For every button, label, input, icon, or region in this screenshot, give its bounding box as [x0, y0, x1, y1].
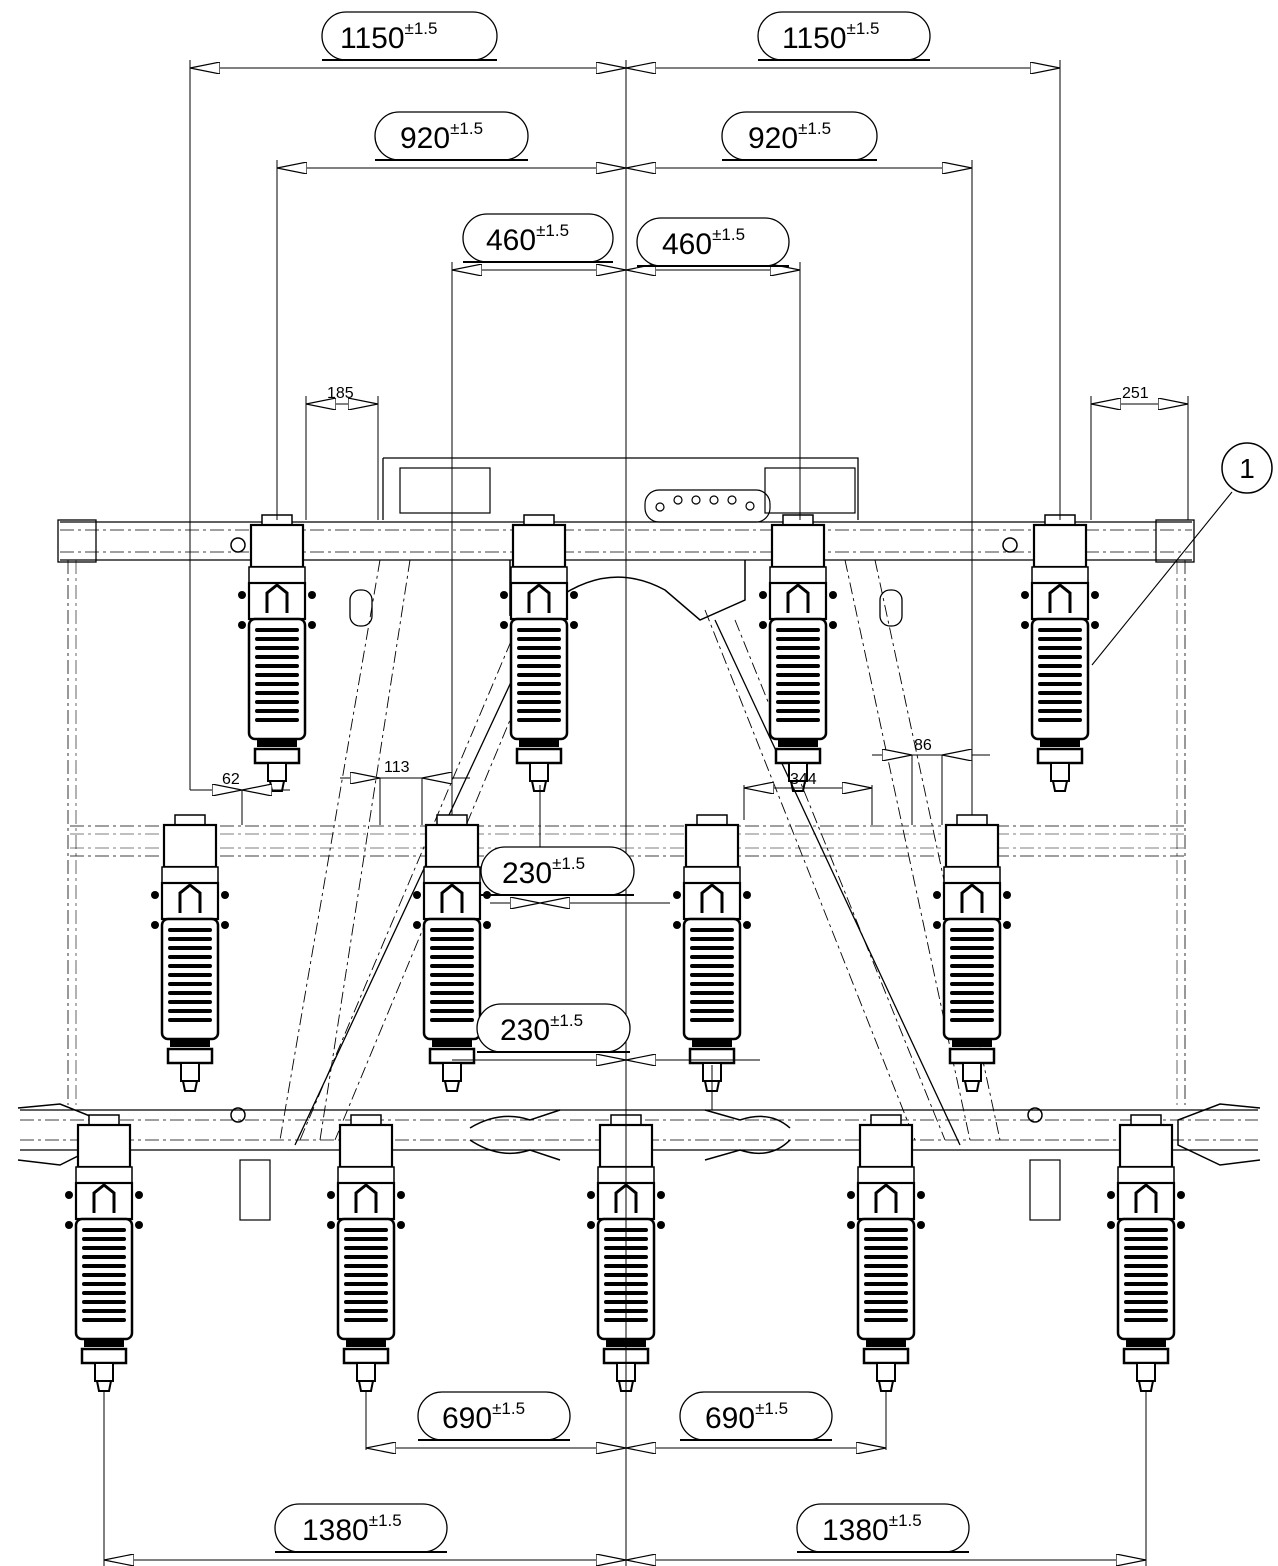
dim-690-right: 690±1.5 — [679, 1391, 833, 1441]
dim-690-right-tol: ±1.5 — [755, 1399, 788, 1418]
dim-86: 86 — [914, 737, 932, 754]
dim-920-left-value: 920 — [400, 122, 450, 155]
dim-1150-right-tol: ±1.5 — [847, 19, 880, 38]
tine-unit-mid-1 — [149, 813, 231, 1093]
svg-text:230±1.5: 230±1.5 — [500, 1011, 583, 1047]
dim-690-left-value: 690 — [442, 1402, 492, 1435]
dim-1150-left-value: 1150 — [340, 22, 405, 55]
tine-unit-rear-4 — [1019, 513, 1101, 793]
dim-460-left: 460±1.5 — [462, 213, 614, 263]
dim-1380-left-tol: ±1.5 — [369, 1511, 402, 1530]
svg-text:1150±1.5: 1150±1.5 — [340, 19, 437, 55]
tine-unit-rear-2 — [498, 513, 580, 793]
dim-1150-right: 1150±1.5 — [757, 11, 931, 61]
dim-460-right-value: 460 — [662, 228, 712, 261]
tine-unit-front-2 — [325, 1113, 407, 1393]
svg-text:460±1.5: 460±1.5 — [662, 225, 745, 261]
tine-units — [63, 513, 1187, 1393]
svg-text:920±1.5: 920±1.5 — [748, 119, 831, 155]
dimension-lines — [104, 68, 1233, 1560]
dim-230-upper: 230±1.5 — [480, 846, 635, 896]
callout-item-1: 1 — [1221, 442, 1273, 494]
svg-text:920±1.5: 920±1.5 — [400, 119, 483, 155]
dim-920-left-tol: ±1.5 — [450, 119, 483, 138]
dim-1150-right-value: 1150 — [782, 22, 847, 55]
svg-text:690±1.5: 690±1.5 — [705, 1399, 788, 1435]
frame-structure — [17, 457, 1261, 1221]
dim-690-right-value: 690 — [705, 1402, 755, 1435]
dim-344: 344 — [790, 771, 817, 788]
dim-1380-left-value: 1380 — [302, 1514, 369, 1547]
dim-1380-right: 1380±1.5 — [796, 1503, 970, 1553]
dim-920-right-value: 920 — [748, 122, 798, 155]
dim-1150-left: 1150±1.5 — [321, 11, 498, 61]
svg-text:230±1.5: 230±1.5 — [502, 854, 585, 890]
extension-lines — [103, 60, 1189, 1566]
dim-460-left-value: 460 — [486, 224, 536, 257]
dim-251: 251 — [1122, 385, 1149, 402]
svg-text:1150±1.5: 1150±1.5 — [782, 19, 879, 55]
dim-230-upper-value: 230 — [502, 857, 552, 890]
dim-62: 62 — [222, 771, 240, 788]
dimension-labels: 1150±1.5 1150±1.5 920±1.5 920±1.5 460±1.… — [274, 11, 970, 1553]
dim-1380-right-tol: ±1.5 — [889, 1511, 922, 1530]
dim-185: 185 — [327, 385, 354, 402]
tine-unit-front-4 — [845, 1113, 927, 1393]
dim-920-left: 920±1.5 — [374, 111, 529, 161]
dim-1380-right-value: 1380 — [822, 1514, 889, 1547]
dim-230-lower-tol: ±1.5 — [550, 1011, 583, 1030]
dim-460-right: 460±1.5 — [636, 217, 790, 267]
dim-920-right: 920±1.5 — [721, 111, 878, 161]
tine-unit-rear-1 — [236, 513, 318, 793]
dim-690-left: 690±1.5 — [417, 1391, 571, 1441]
svg-text:1380±1.5: 1380±1.5 — [302, 1511, 402, 1547]
dim-1380-left: 1380±1.5 — [274, 1503, 448, 1553]
dim-230-upper-tol: ±1.5 — [552, 854, 585, 873]
dim-1150-left-tol: ±1.5 — [405, 19, 438, 38]
dim-920-right-tol: ±1.5 — [798, 119, 831, 138]
svg-text:690±1.5: 690±1.5 — [442, 1399, 525, 1435]
callout-item-1-label: 1 — [1239, 453, 1255, 484]
dim-230-lower: 230±1.5 — [476, 1003, 631, 1053]
dim-460-right-tol: ±1.5 — [712, 225, 745, 244]
svg-text:1380±1.5: 1380±1.5 — [822, 1511, 922, 1547]
tine-unit-rear-3 — [757, 513, 839, 793]
dim-690-left-tol: ±1.5 — [492, 1399, 525, 1418]
dim-230-lower-value: 230 — [500, 1014, 550, 1047]
tine-unit-front-5 — [1105, 1113, 1187, 1393]
dim-460-left-tol: ±1.5 — [536, 221, 569, 240]
dim-113: 113 — [384, 759, 410, 776]
small-dimensions: 185 251 62 113 344 86 — [222, 385, 1149, 788]
svg-text:460±1.5: 460±1.5 — [486, 221, 569, 257]
